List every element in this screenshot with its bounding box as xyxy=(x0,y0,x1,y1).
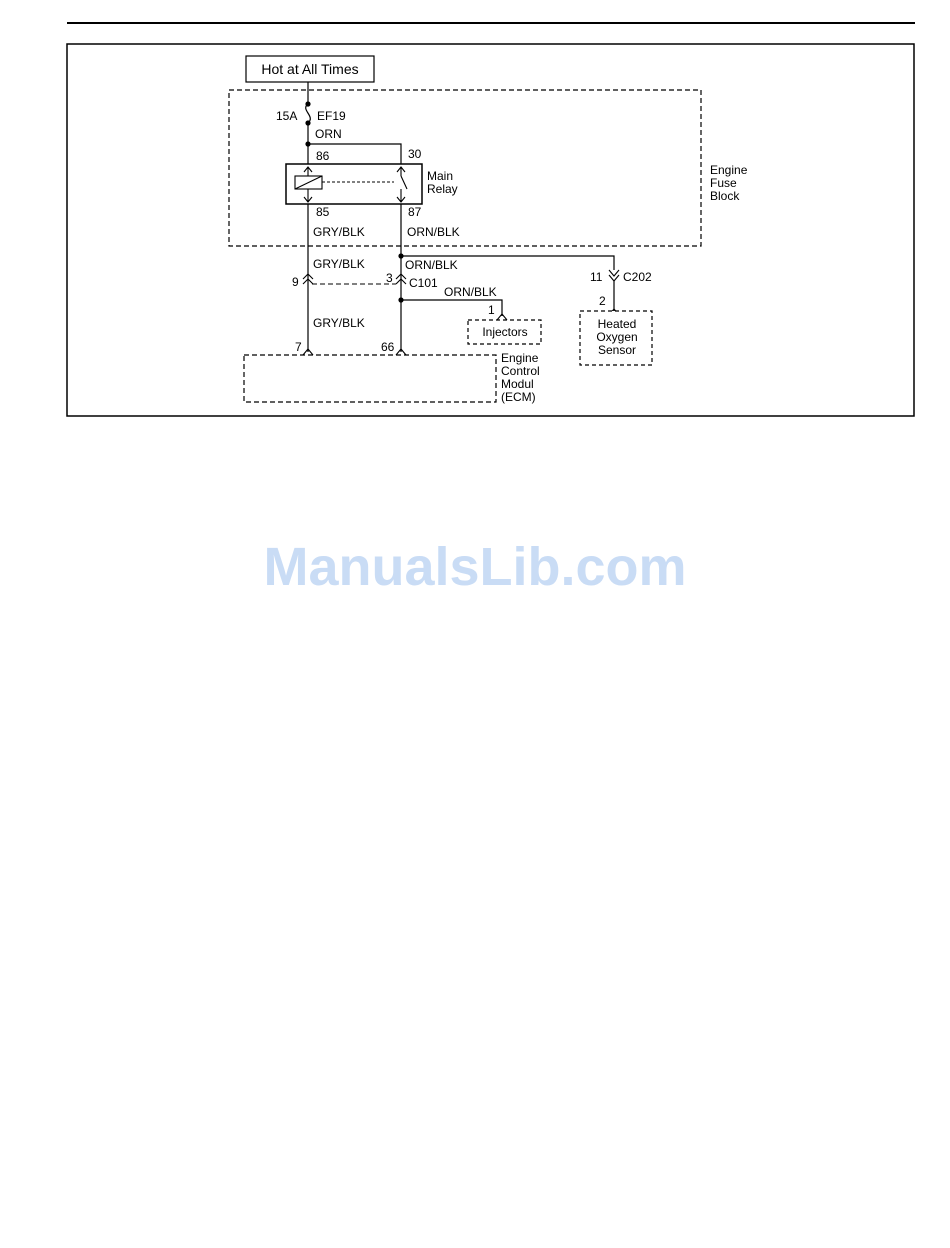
oxygen-sensor-label-line3: Sensor xyxy=(598,343,636,357)
fuse-rating: 15A xyxy=(276,109,297,123)
fuse-ef19-symbol xyxy=(306,104,311,123)
oxygen-sensor-label-line2: Oxygen xyxy=(596,330,637,344)
ecm-label-line3: Modul xyxy=(501,377,534,391)
relay-label-line2: Relay xyxy=(427,182,458,196)
wire-color-gry-blk: GRY/BLK xyxy=(313,257,365,271)
relay-pin-30: 30 xyxy=(408,147,422,161)
wire-color-orn-blk: ORN/BLK xyxy=(405,258,458,272)
fuse-name: EF19 xyxy=(317,109,346,123)
relay-pin-86: 86 xyxy=(316,149,330,163)
c202-pin-11: 11 xyxy=(590,270,603,284)
ecm-pin-7: 7 xyxy=(295,340,302,354)
fuse-block-label-line3: Block xyxy=(710,189,740,203)
wire-color-orn-blk: ORN/BLK xyxy=(444,285,497,299)
c202-name: C202 xyxy=(623,270,652,284)
wire-color-orn-blk: ORN/BLK xyxy=(407,225,460,239)
wire-color-gry-blk: GRY/BLK xyxy=(313,316,365,330)
c101-name: C101 xyxy=(409,276,438,290)
ecm-label-line4: (ECM) xyxy=(501,390,536,404)
injectors-label: Injectors xyxy=(482,325,527,339)
relay-pin-87: 87 xyxy=(408,205,422,219)
watermark-logo: ManualsLib.com xyxy=(0,536,950,598)
wire-color-gry-blk: GRY/BLK xyxy=(313,225,365,239)
c202-pin-2: 2 xyxy=(599,294,606,308)
relay-label-line1: Main xyxy=(427,169,453,183)
oxygen-sensor-label-line1: Heated xyxy=(598,317,637,331)
relay-pin-85: 85 xyxy=(316,205,330,219)
fuse-block-label-line2: Fuse xyxy=(710,176,737,190)
c101-pin-3: 3 xyxy=(386,271,393,285)
ecm-box xyxy=(244,355,496,402)
ecm-label-line1: Engine xyxy=(501,351,539,365)
wire-color-orn: ORN xyxy=(315,127,342,141)
c101-pin-9: 9 xyxy=(292,275,299,289)
ecm-label-line2: Control xyxy=(501,364,540,378)
power-source-label: Hot at All Times xyxy=(261,61,358,77)
fuse-block-label-line1: Engine xyxy=(710,163,748,177)
ecm-pin-66: 66 xyxy=(381,340,395,354)
injectors-pin-1: 1 xyxy=(488,303,495,317)
